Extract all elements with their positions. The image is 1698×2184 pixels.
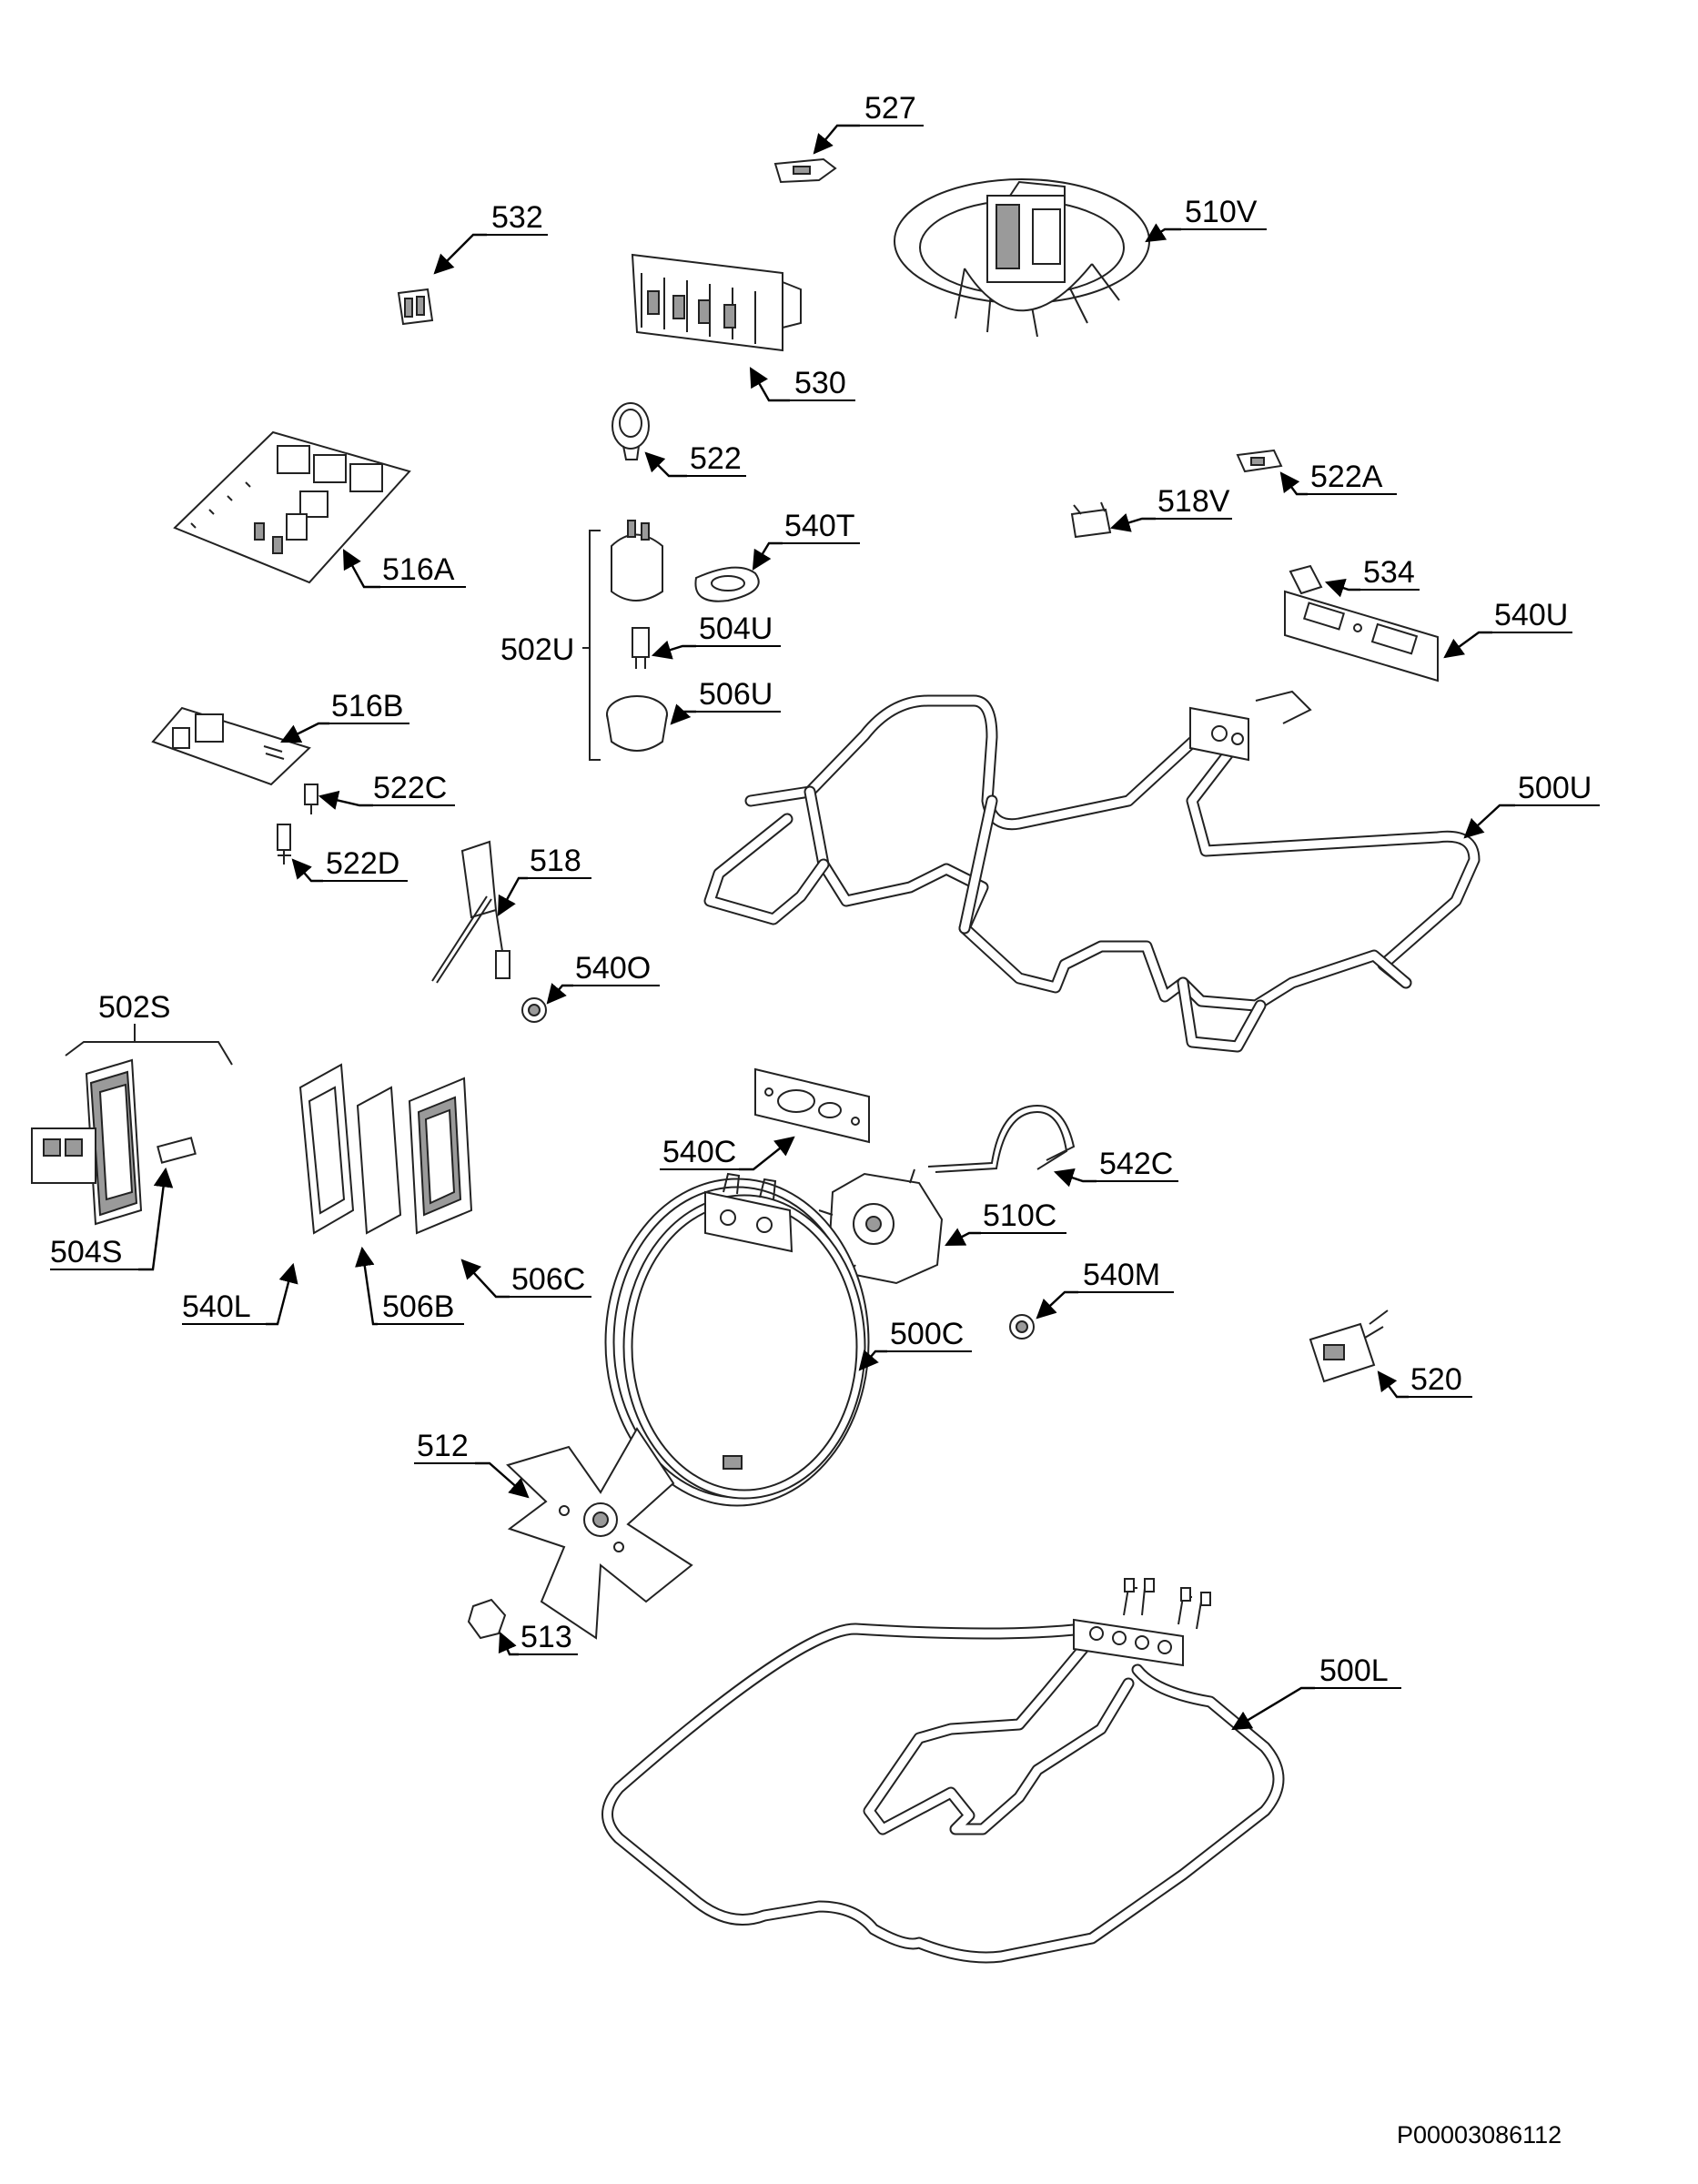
part-534-cap xyxy=(1289,564,1323,595)
part-500U-top-heating-element xyxy=(703,690,1481,1053)
part-506B-glass xyxy=(356,1086,402,1235)
part-502S-side-lamp-assembly xyxy=(31,1024,233,1226)
part-522A-sensor xyxy=(1236,449,1283,473)
part-527-clip xyxy=(773,157,837,184)
label-506C: 506C xyxy=(511,1262,585,1297)
label-504U: 504U xyxy=(699,612,773,646)
label-504S: 504S xyxy=(50,1235,122,1269)
label-500C: 500C xyxy=(890,1317,964,1351)
part-500L-bottom-heating-element xyxy=(601,1578,1285,1964)
part-530-terminal-block xyxy=(631,253,802,352)
part-522C-sensor xyxy=(304,784,318,814)
part-542C-clip xyxy=(927,1104,1076,1173)
label-516A: 516A xyxy=(382,552,455,587)
label-522C: 522C xyxy=(373,771,447,805)
label-500U: 500U xyxy=(1518,771,1592,805)
part-540C-gasket xyxy=(754,1067,870,1144)
label-527: 527 xyxy=(864,91,916,126)
label-518V: 518V xyxy=(1157,484,1230,519)
label-532: 532 xyxy=(491,200,543,235)
part-540L-gasket xyxy=(298,1063,355,1235)
label-540C: 540C xyxy=(662,1135,736,1169)
part-513-nut xyxy=(467,1598,507,1640)
label-534: 534 xyxy=(1363,555,1415,590)
part-532-connector xyxy=(397,288,434,326)
label-506U: 506U xyxy=(699,677,773,712)
part-506C-lamp-frame xyxy=(408,1077,473,1235)
label-500L: 500L xyxy=(1319,1653,1389,1688)
label-522: 522 xyxy=(690,441,742,476)
part-500C-circular-heating-element xyxy=(604,1172,870,1507)
part-516B-control-board xyxy=(151,706,311,786)
part-510V-cooling-fan xyxy=(894,178,1150,338)
part-520-thermal-cutout xyxy=(1309,1309,1389,1383)
label-512: 512 xyxy=(417,1429,469,1463)
label-522A: 522A xyxy=(1310,460,1383,494)
part-540O-washer xyxy=(521,997,547,1023)
part-540M-washer xyxy=(1009,1314,1035,1340)
label-510C: 510C xyxy=(983,1198,1056,1233)
label-540O: 540O xyxy=(575,951,651,986)
part-502U-lamp-assembly xyxy=(582,520,668,761)
part-522D-sensor xyxy=(277,824,291,864)
label-530: 530 xyxy=(794,366,846,400)
part-540U-gasket xyxy=(1284,590,1439,682)
part-518V-bracket xyxy=(1070,501,1112,539)
label-540L: 540L xyxy=(182,1289,251,1324)
part-518-temperature-probe xyxy=(431,840,510,984)
label-540M: 540M xyxy=(1083,1258,1160,1292)
label-513: 513 xyxy=(521,1620,572,1654)
label-502U: 502U xyxy=(500,632,574,667)
label-542C: 542C xyxy=(1099,1147,1173,1181)
label-510V: 510V xyxy=(1185,195,1258,229)
label-518: 518 xyxy=(530,844,581,878)
label-540U: 540U xyxy=(1494,598,1568,632)
part-516A-control-board xyxy=(173,430,411,584)
label-540T: 540T xyxy=(784,509,855,543)
part-512-fan-blade xyxy=(506,1427,693,1640)
part-540T-gasket xyxy=(694,566,760,602)
label-506B: 506B xyxy=(382,1289,454,1324)
label-516B: 516B xyxy=(331,689,403,723)
drawing-code: P00003086112 xyxy=(1397,2121,1562,2149)
label-502S: 502S xyxy=(98,990,170,1025)
label-522D: 522D xyxy=(326,846,399,881)
part-522-thermostat xyxy=(611,402,650,460)
label-520: 520 xyxy=(1410,1362,1462,1397)
